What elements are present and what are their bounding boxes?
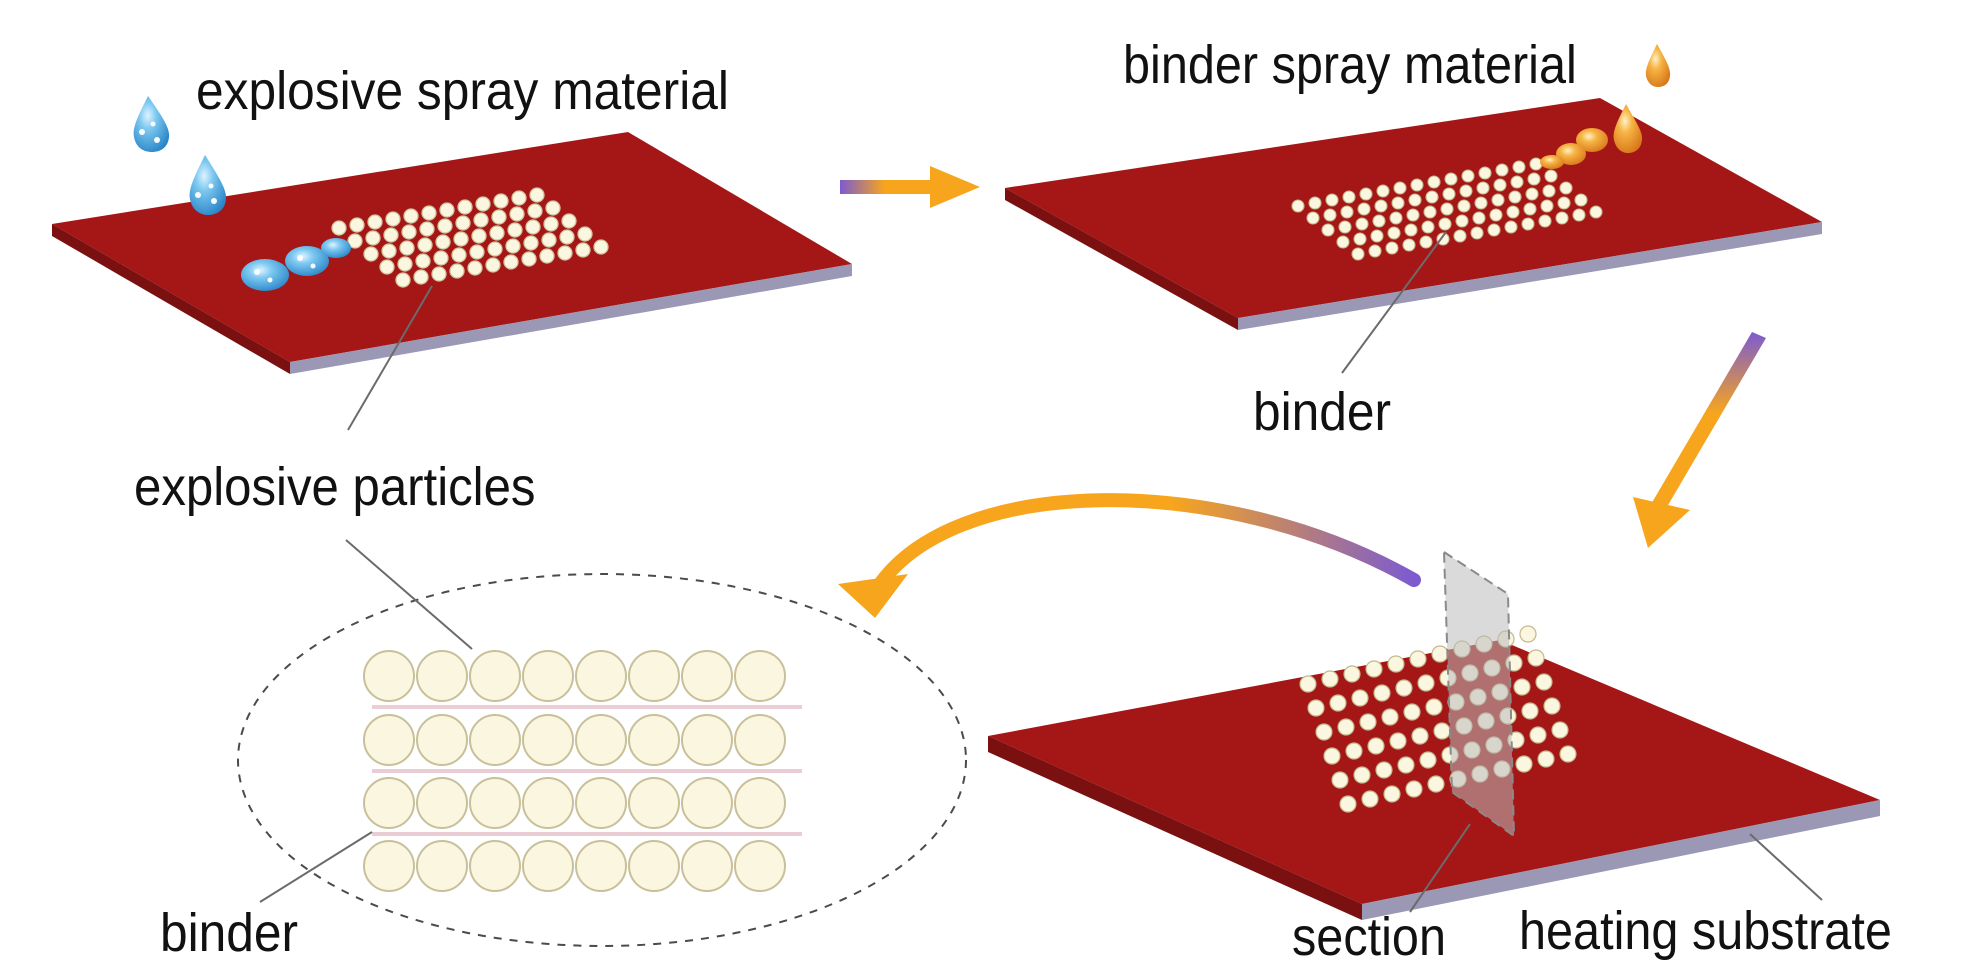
label-explosive-spray-material: explosive spray material	[196, 61, 729, 121]
orange-droplets	[1540, 44, 1671, 169]
arrow-step-3-to-4	[838, 493, 1421, 618]
blue-droplet-icon	[241, 259, 289, 291]
blue-droplets	[133, 96, 351, 291]
blue-droplet-icon	[285, 246, 329, 276]
substrate-top-2	[1005, 98, 1822, 318]
label-binder-spray-material: binder spray material	[1123, 35, 1577, 95]
substrate-top-3	[988, 640, 1880, 904]
particle-grid	[363, 650, 786, 892]
substrate-top-1	[52, 132, 852, 362]
explosive-particle-array-2	[1291, 157, 1603, 261]
arrow-head-icon	[838, 574, 908, 618]
label-binder-top: binder	[1253, 382, 1392, 442]
substrate-side-2	[1238, 222, 1822, 330]
leader-lines	[259, 231, 1823, 913]
panel-stacked-layers	[988, 550, 1880, 920]
leader-explosive-particles-top	[347, 285, 433, 431]
leader-binder-top	[1341, 231, 1447, 374]
blue-droplet-icon	[321, 238, 351, 258]
label-explosive-particles: explosive particles	[134, 457, 536, 517]
arrow-step-1-to-2	[840, 166, 980, 208]
substrate-edge-1	[52, 224, 290, 374]
arrow-shaft	[869, 493, 1421, 597]
label-heating-substrate: heating substrate	[1519, 901, 1892, 961]
substrate-edge-2	[1005, 188, 1238, 330]
arrow-step-2-to-3	[1633, 332, 1766, 548]
substrate-side-1	[290, 264, 852, 374]
substrate-side-3	[1362, 800, 1880, 920]
orange-droplet-icon	[1576, 128, 1608, 152]
arrow-shaft	[840, 180, 940, 194]
orange-droplet-icon	[1613, 104, 1643, 153]
arrow-head-icon	[1633, 497, 1690, 548]
orange-droplet-icon	[1556, 143, 1586, 165]
panel-section-detail	[237, 573, 967, 947]
arrow-shaft	[1650, 332, 1766, 512]
section-detail-outline	[237, 573, 967, 947]
leader-heating-substrate	[1749, 833, 1823, 901]
binder-layers	[372, 705, 802, 836]
label-section: section	[1292, 907, 1446, 967]
explosive-particle-array-1	[331, 187, 609, 288]
panel-explosive-spray	[52, 96, 852, 374]
blue-droplet-icon	[189, 155, 227, 215]
leader-section	[1409, 823, 1471, 913]
panel-binder-spray	[1005, 44, 1822, 330]
substrate-edge-3	[988, 736, 1362, 920]
label-binder-bottom: binder	[160, 903, 299, 963]
arrow-head-icon	[930, 166, 980, 208]
section-plane	[1442, 550, 1516, 838]
orange-droplet-icon	[1645, 44, 1671, 87]
orange-droplet-icon	[1540, 155, 1564, 169]
leader-binder-bottom	[259, 831, 373, 903]
leader-explosive-particles-bottom	[345, 539, 473, 650]
